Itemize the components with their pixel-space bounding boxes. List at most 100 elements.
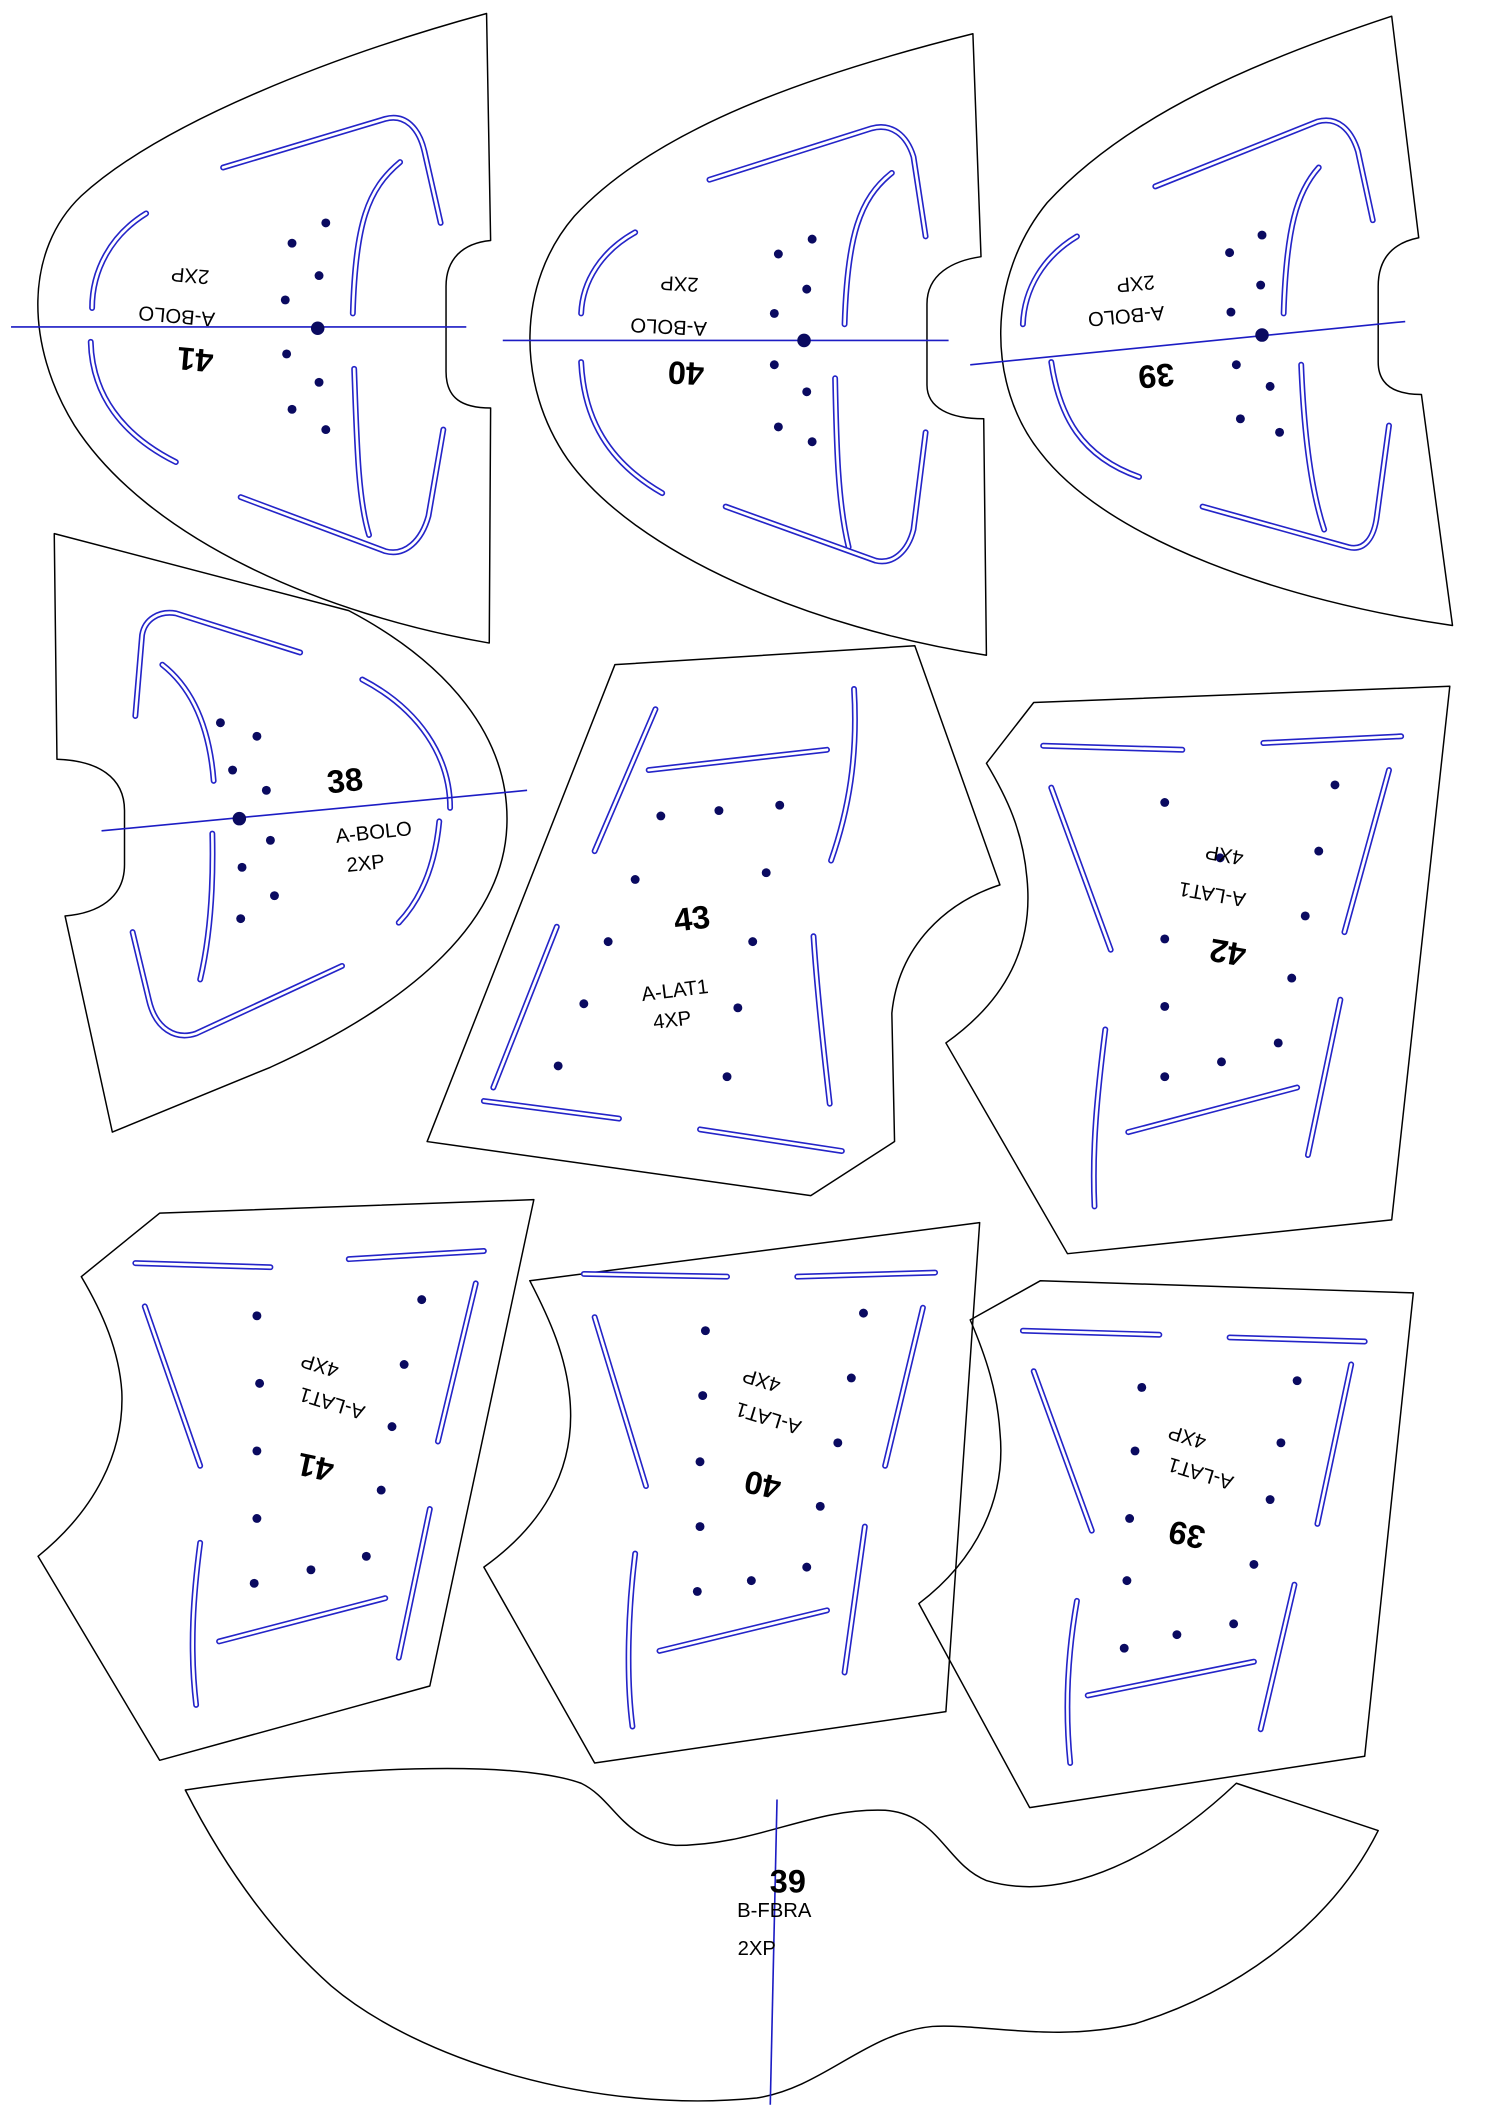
stitch-slot-core (1201, 424, 1391, 550)
pattern-piece-a-lat1-39: 39 A-LAT1 4XP (918, 1279, 1415, 1809)
perforation-dot (859, 1308, 868, 1318)
stitch-slot-core (1153, 119, 1375, 222)
piece-code-label: A-LAT1 (1177, 877, 1247, 910)
stitch-slot-core (1021, 235, 1079, 326)
piece-quantity-label: 2XP (170, 262, 210, 287)
stitch-slot-core (658, 1608, 829, 1653)
perforation-dot (417, 1295, 427, 1305)
perforation-dot (630, 875, 640, 884)
perforation-dot (698, 1391, 708, 1400)
perforation-dot (1160, 934, 1170, 944)
pattern-piece-a-lat1-41: 41 A-LAT1 4XP (37, 1198, 535, 1762)
perforation-dot (1215, 853, 1225, 863)
stitch-slot-core (143, 1305, 202, 1468)
center-perforation-dot (1255, 328, 1269, 342)
piece-quantity-label: 2XP (346, 851, 386, 877)
perforation-dot (270, 891, 279, 901)
perforation-dot (807, 234, 817, 244)
stitch-slot-core (397, 1507, 432, 1659)
perforation-dot (746, 1576, 756, 1586)
stitch-slot (129, 929, 345, 1039)
stitch-slot (706, 124, 929, 240)
perforation-dot (1119, 1643, 1129, 1653)
stitch-slot-core (627, 1552, 637, 1728)
stitch-slot-core (1282, 166, 1321, 315)
piece-code-label: A-LAT1 (1165, 1453, 1236, 1494)
stitch-slot-core (198, 832, 214, 981)
stitch-slot-core (1126, 1086, 1299, 1134)
perforation-dot (722, 1072, 732, 1082)
perforation-dot (700, 1326, 710, 1336)
stitch-slot-core (1049, 360, 1141, 479)
piece-outline (945, 685, 1451, 1255)
perforation-dot (802, 284, 812, 294)
stitch-slot-core (1316, 1363, 1353, 1526)
perforation-dot (833, 1438, 843, 1448)
perforation-dot (1292, 1376, 1302, 1386)
perforation-dot (306, 1565, 316, 1575)
stitch-slot-core (397, 820, 441, 925)
perforation-dot (815, 1501, 825, 1511)
perforation-dot (399, 1360, 409, 1369)
piece-outline (483, 1221, 981, 1764)
piece-size-label: 43 (672, 898, 712, 938)
perforation-dot (376, 1485, 386, 1495)
perforation-dot (387, 1422, 397, 1432)
stitch-slot-core (90, 212, 148, 310)
stitch-slot-core (1041, 744, 1184, 752)
perforation-dot (252, 1514, 262, 1523)
perforation-dot (695, 1457, 705, 1467)
piece-outline (529, 33, 988, 656)
piece-size-label: 40 (741, 1463, 784, 1506)
perforation-dot (775, 800, 785, 810)
stitch-slot-core (843, 1525, 867, 1674)
stitch-slot (578, 359, 666, 497)
stitch-slot-core (812, 934, 832, 1106)
piece-code-label: A-LAT1 (733, 1397, 804, 1438)
perforation-dot (1160, 1002, 1170, 1011)
perforation-dot (773, 249, 783, 259)
perforation-dot (1226, 307, 1236, 317)
piece-quantity-label: 2XP (1116, 270, 1156, 295)
perforation-dot (252, 1311, 262, 1321)
perforation-dot (769, 360, 779, 370)
perforation-dot (1330, 780, 1340, 790)
stitch-slot-core (360, 678, 452, 810)
perforation-dot (1287, 973, 1297, 983)
piece-code-label: A-BOLO (138, 301, 216, 330)
center-perforation-dot (232, 811, 247, 826)
perforation-dot (807, 437, 817, 447)
stitch-slot (159, 661, 217, 784)
stitch-slot (1152, 117, 1376, 224)
perforation-dot (748, 937, 758, 947)
perforation-dot (265, 835, 275, 845)
perforation-dot (656, 811, 666, 821)
piece-quantity-label: 4XP (1166, 1420, 1209, 1452)
stitch-slot-core (579, 231, 637, 315)
perforation-dot (1249, 1559, 1259, 1569)
center-perforation-dot (797, 333, 811, 348)
stitch-slot-core (579, 360, 664, 495)
center-line (970, 320, 1406, 366)
piece-size-label: 41 (176, 340, 215, 379)
perforation-dot (321, 425, 331, 435)
piece-code-label: A-BOLO (1087, 301, 1165, 330)
perforation-dot (1130, 1446, 1140, 1456)
stitch-slot-core (593, 707, 657, 853)
stitch-slot-core (1343, 768, 1391, 934)
perforation-dot (1273, 1038, 1283, 1048)
stitch-slot-core (698, 1128, 844, 1153)
stitch-slot-core (1086, 1660, 1256, 1697)
stitch-slot-core (1032, 1369, 1094, 1532)
pattern-piece-a-bolo-40: 40 A-BOLO 2XP (502, 33, 988, 656)
piece-quantity-label: 2XP (738, 1938, 776, 1960)
stitch-slot-core (221, 116, 442, 225)
perforation-dot (1276, 1438, 1286, 1448)
stitch-slot (578, 229, 639, 317)
piece-outline (184, 1767, 1379, 2102)
perforation-dot (761, 868, 771, 878)
pattern-piece-a-lat1-43: 43 A-LAT1 4XP (426, 645, 1001, 1197)
stitch-slot-core (133, 611, 302, 718)
pattern-piece-a-lat1-40: 40 A-LAT1 4XP (483, 1221, 981, 1764)
